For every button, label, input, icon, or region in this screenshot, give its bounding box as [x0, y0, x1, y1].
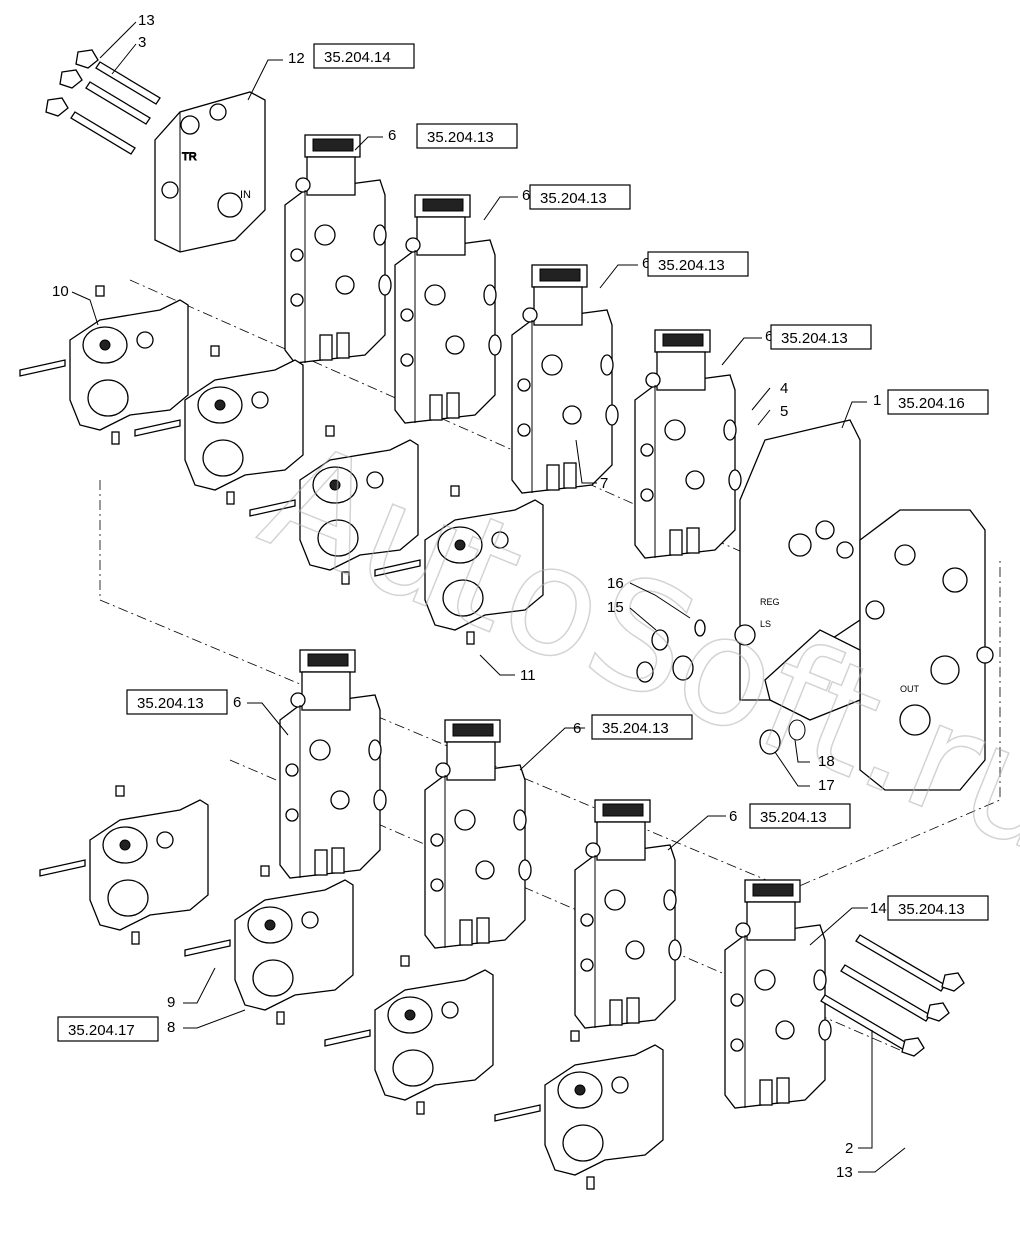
callout-17: 17: [818, 777, 835, 794]
callout-11: 11: [520, 667, 536, 684]
callout-8: 8: [167, 1019, 175, 1036]
callout-7: 7: [600, 475, 608, 492]
actuator-8: [184, 865, 354, 1025]
callout-16: 16: [607, 575, 624, 592]
inlet-top-label: TR: [182, 151, 197, 163]
working-section-14: [724, 879, 832, 1109]
ref-6a: 35.204.13: [427, 129, 494, 146]
actuator-e: [39, 785, 209, 945]
callout-6b: 6: [522, 187, 530, 204]
ref-14: 35.204.13: [898, 901, 965, 918]
actuator-g: [324, 955, 494, 1115]
callout-numbers: 13 3 12 6 6 6 6 10 1 4 5 7 16 15 11 6 6 …: [52, 12, 887, 1181]
callout-18: 18: [818, 753, 835, 770]
ref-6g: 35.204.13: [760, 809, 827, 826]
ref-6d: 35.204.13: [781, 330, 848, 347]
actuator-10a: [19, 285, 189, 445]
reference-boxes: 35.204.14 35.204.13 35.204.13 35.204.13 …: [57, 43, 989, 1042]
working-section-6a: [284, 134, 392, 364]
callout-6c: 6: [642, 255, 650, 272]
callout-2: 2: [845, 1140, 853, 1157]
callout-1: 1: [873, 392, 881, 409]
inlet-section: TR IN: [154, 91, 266, 253]
callout-4: 4: [780, 380, 788, 397]
ref-6c: 35.204.13: [658, 257, 725, 274]
callout-14: 14: [870, 900, 887, 917]
ref-8: 35.204.17: [68, 1022, 135, 1039]
callout-6e: 6: [233, 694, 241, 711]
working-section-6b: [394, 194, 502, 424]
end-out-label: OUT: [900, 684, 920, 694]
ref-6f: 35.204.13: [602, 720, 669, 737]
working-section-6d: [634, 329, 742, 559]
callout-12: 12: [288, 50, 305, 67]
tie-rod-bolts-bottom: [820, 934, 965, 1057]
callout-3: 3: [138, 34, 146, 51]
end-section-1: REG LS OUT: [734, 419, 994, 791]
working-section-6e: [279, 649, 387, 879]
end-ls-label: LS: [760, 619, 771, 629]
callout-13-bottom: 13: [836, 1164, 853, 1181]
leader-lines: [71, 21, 906, 1173]
callout-9: 9: [167, 994, 175, 1011]
working-section-6g: [574, 799, 682, 1029]
callout-10: 10: [52, 283, 69, 300]
ref-6e: 35.204.13: [137, 695, 204, 712]
working-section-6f: [424, 719, 532, 949]
callout-6f: 6: [573, 720, 581, 737]
tie-rod-bolts-top: [45, 49, 161, 155]
ref-12: 35.204.14: [324, 49, 391, 66]
actuator-h: [494, 1030, 664, 1190]
ref-6b: 35.204.13: [540, 190, 607, 207]
callout-6d: 6: [765, 328, 773, 345]
callout-5: 5: [780, 403, 788, 420]
callout-15: 15: [607, 599, 624, 616]
ref-1: 35.204.16: [898, 395, 965, 412]
working-section-6c: [511, 264, 619, 494]
end-reg-label: REG: [760, 597, 780, 607]
callout-6a: 6: [388, 127, 396, 144]
inlet-side-label: IN: [240, 189, 251, 201]
callout-6g: 6: [729, 808, 737, 825]
seals-plugs: [636, 619, 806, 755]
callout-13-top: 13: [138, 12, 155, 29]
